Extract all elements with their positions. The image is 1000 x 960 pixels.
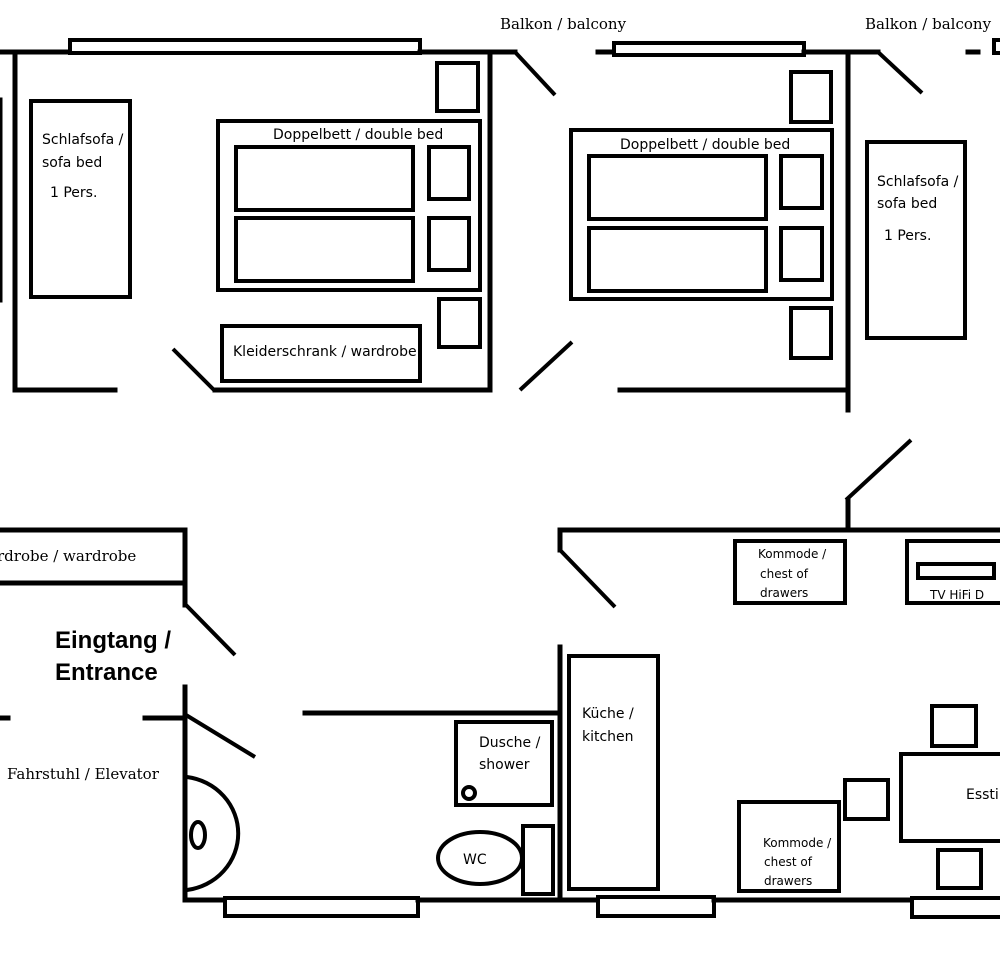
chest-bottom-label-3: drawers: [764, 874, 812, 888]
wardrobe-left-label: Kleiderschrank / wardrobe: [233, 344, 417, 360]
entrance-label-2: Entrance: [55, 659, 158, 686]
window-living: [910, 896, 1000, 919]
elevator-label: Fahrstuhl / Elevator: [7, 765, 160, 783]
chest-of-drawers-bottom: [737, 800, 841, 893]
shower-drain: [461, 785, 477, 801]
sofa-bed-left: [29, 99, 132, 299]
toilet-label: WC: [463, 852, 487, 868]
mattress-left-1: [234, 145, 415, 212]
chest-top-label-1: Kommode /: [758, 547, 827, 561]
living-dining: Kommode / chest of drawers TV HiFi D Ess…: [557, 438, 1000, 919]
wardrobe-left: [220, 324, 422, 383]
side-box-left-top: [435, 61, 480, 113]
balcony-right-label: Balkon / balcony: [865, 15, 992, 33]
chest-bottom-label-1: Kommode /: [763, 836, 832, 850]
chest-bottom-label-2: chest of: [764, 855, 813, 869]
window-bedroom-left: [68, 38, 422, 55]
chair-bottom: [936, 848, 983, 890]
shower-label-1: Dusche /: [479, 735, 541, 751]
tv-label: TV HiFi D: [929, 588, 984, 602]
window-bathroom: [223, 896, 420, 918]
sofa-bed-left-label-3: 1 Pers.: [50, 185, 97, 201]
chest-top-label-2: chest of: [760, 567, 809, 581]
tv-screen: [916, 562, 996, 580]
kitchen-label-2: kitchen: [582, 729, 634, 745]
window-kitchen: [596, 895, 716, 918]
bathroom-kitchen: Dusche / shower WC Küche / kitchen: [182, 644, 660, 918]
door-bathroom: [184, 713, 257, 759]
window-bedroom-right: [612, 41, 806, 57]
chair-left: [843, 778, 890, 821]
sink: [186, 775, 241, 892]
chest-top-label-3: drawers: [760, 586, 808, 600]
sofa-bed-left-label-2: sofa bed: [42, 155, 102, 171]
door-balcony-right: [876, 50, 924, 95]
door-balcony-left: [513, 50, 557, 97]
door-hall: [184, 603, 237, 657]
side-box-left-bottom: [437, 297, 482, 349]
hall-wardrobe-label: rdrobe / wardrobe: [0, 547, 136, 565]
toilet-tank: [521, 824, 555, 896]
door-bedroom-left: [171, 347, 216, 392]
sofa-bed-right-label-2: sofa bed: [877, 196, 937, 212]
side-box-right-bottom: [789, 306, 833, 360]
door-living: [558, 548, 617, 609]
nightstand-left-2: [427, 216, 471, 272]
mattress-right-2: [587, 226, 768, 293]
kitchen-counter: [567, 654, 660, 891]
hall-entrance: rdrobe / wardrobe Eingtang / Entrance Fa…: [0, 527, 257, 903]
side-box-right-top: [789, 70, 833, 124]
mattress-right-1: [587, 154, 768, 221]
sofa-bed-right-label-1: Schlafsofa /: [877, 174, 959, 190]
chair-top: [930, 704, 978, 748]
bedroom-left: Schlafsofa / sofa bed 1 Pers. Doppelbett…: [0, 38, 574, 393]
double-bed-left-label: Doppelbett / double bed: [273, 127, 443, 143]
door-living-diagonal: [844, 438, 913, 502]
nightstand-right-1: [779, 154, 824, 210]
sink-drain: [189, 820, 207, 850]
entrance-label-1: Eingtang /: [55, 627, 171, 654]
shower-label-2: shower: [479, 757, 530, 773]
mattress-left-2: [234, 216, 415, 283]
balcony-left-label: Balkon / balcony: [500, 15, 627, 33]
sofa-bed-right: [865, 140, 967, 340]
chest-of-drawers-top: [733, 539, 847, 605]
shower: [454, 720, 554, 807]
nightstand-left-1: [427, 145, 471, 201]
dining-table: [899, 752, 1000, 843]
window-edge-right: [992, 38, 1000, 55]
double-bed-right-label: Doppelbett / double bed: [620, 137, 790, 153]
sofa-bed-right-label-3: 1 Pers.: [884, 228, 931, 244]
door-bedroom-left-2: [518, 340, 574, 392]
nightstand-right-2: [779, 226, 824, 282]
dining-label: Essti: [966, 787, 999, 803]
kitchen-label-1: Küche /: [582, 706, 634, 722]
bedroom-right: Doppelbett / double bed Schlafsofa / sof…: [569, 38, 1000, 413]
sofa-bed-left-label-1: Schlafsofa /: [42, 132, 124, 148]
